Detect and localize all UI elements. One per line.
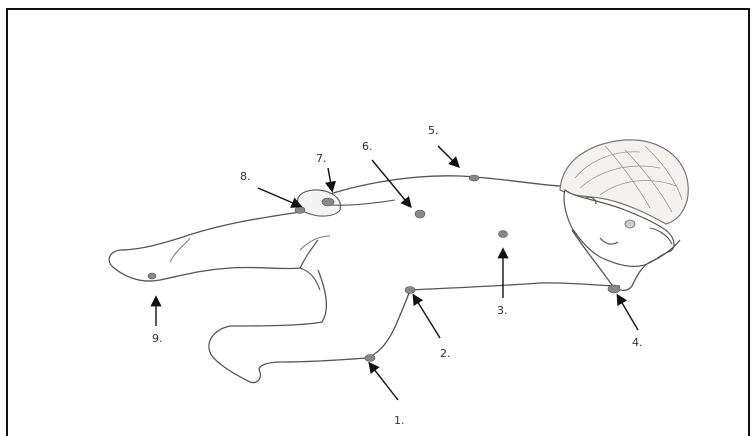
arrow-8 <box>258 188 300 206</box>
point-1-dot <box>365 355 375 362</box>
label-4: 4. <box>632 336 643 349</box>
label-7: 7. <box>316 152 327 165</box>
pressure-point-markers <box>148 175 620 362</box>
arrow-7 <box>328 168 332 190</box>
point-5-dot <box>469 175 479 181</box>
label-8: 8. <box>240 170 251 183</box>
point-7-dot <box>322 198 334 206</box>
label-6: 6. <box>362 140 373 153</box>
label-1: 1. <box>394 414 405 427</box>
arrow-1 <box>370 364 398 400</box>
point-8-dot <box>295 207 305 214</box>
point-6-dot <box>415 210 425 218</box>
point-4-dot <box>608 285 620 293</box>
label-9: 9. <box>152 332 163 345</box>
arrow-2 <box>414 296 440 338</box>
arrow-4 <box>618 296 638 330</box>
label-3: 3. <box>497 304 508 317</box>
point-2-dot <box>405 287 415 294</box>
arrow-5 <box>438 146 458 166</box>
point-9-dot <box>148 273 156 279</box>
label-5: 5. <box>428 124 439 137</box>
point-3-dot <box>499 231 508 238</box>
label-2: 2. <box>440 347 451 360</box>
